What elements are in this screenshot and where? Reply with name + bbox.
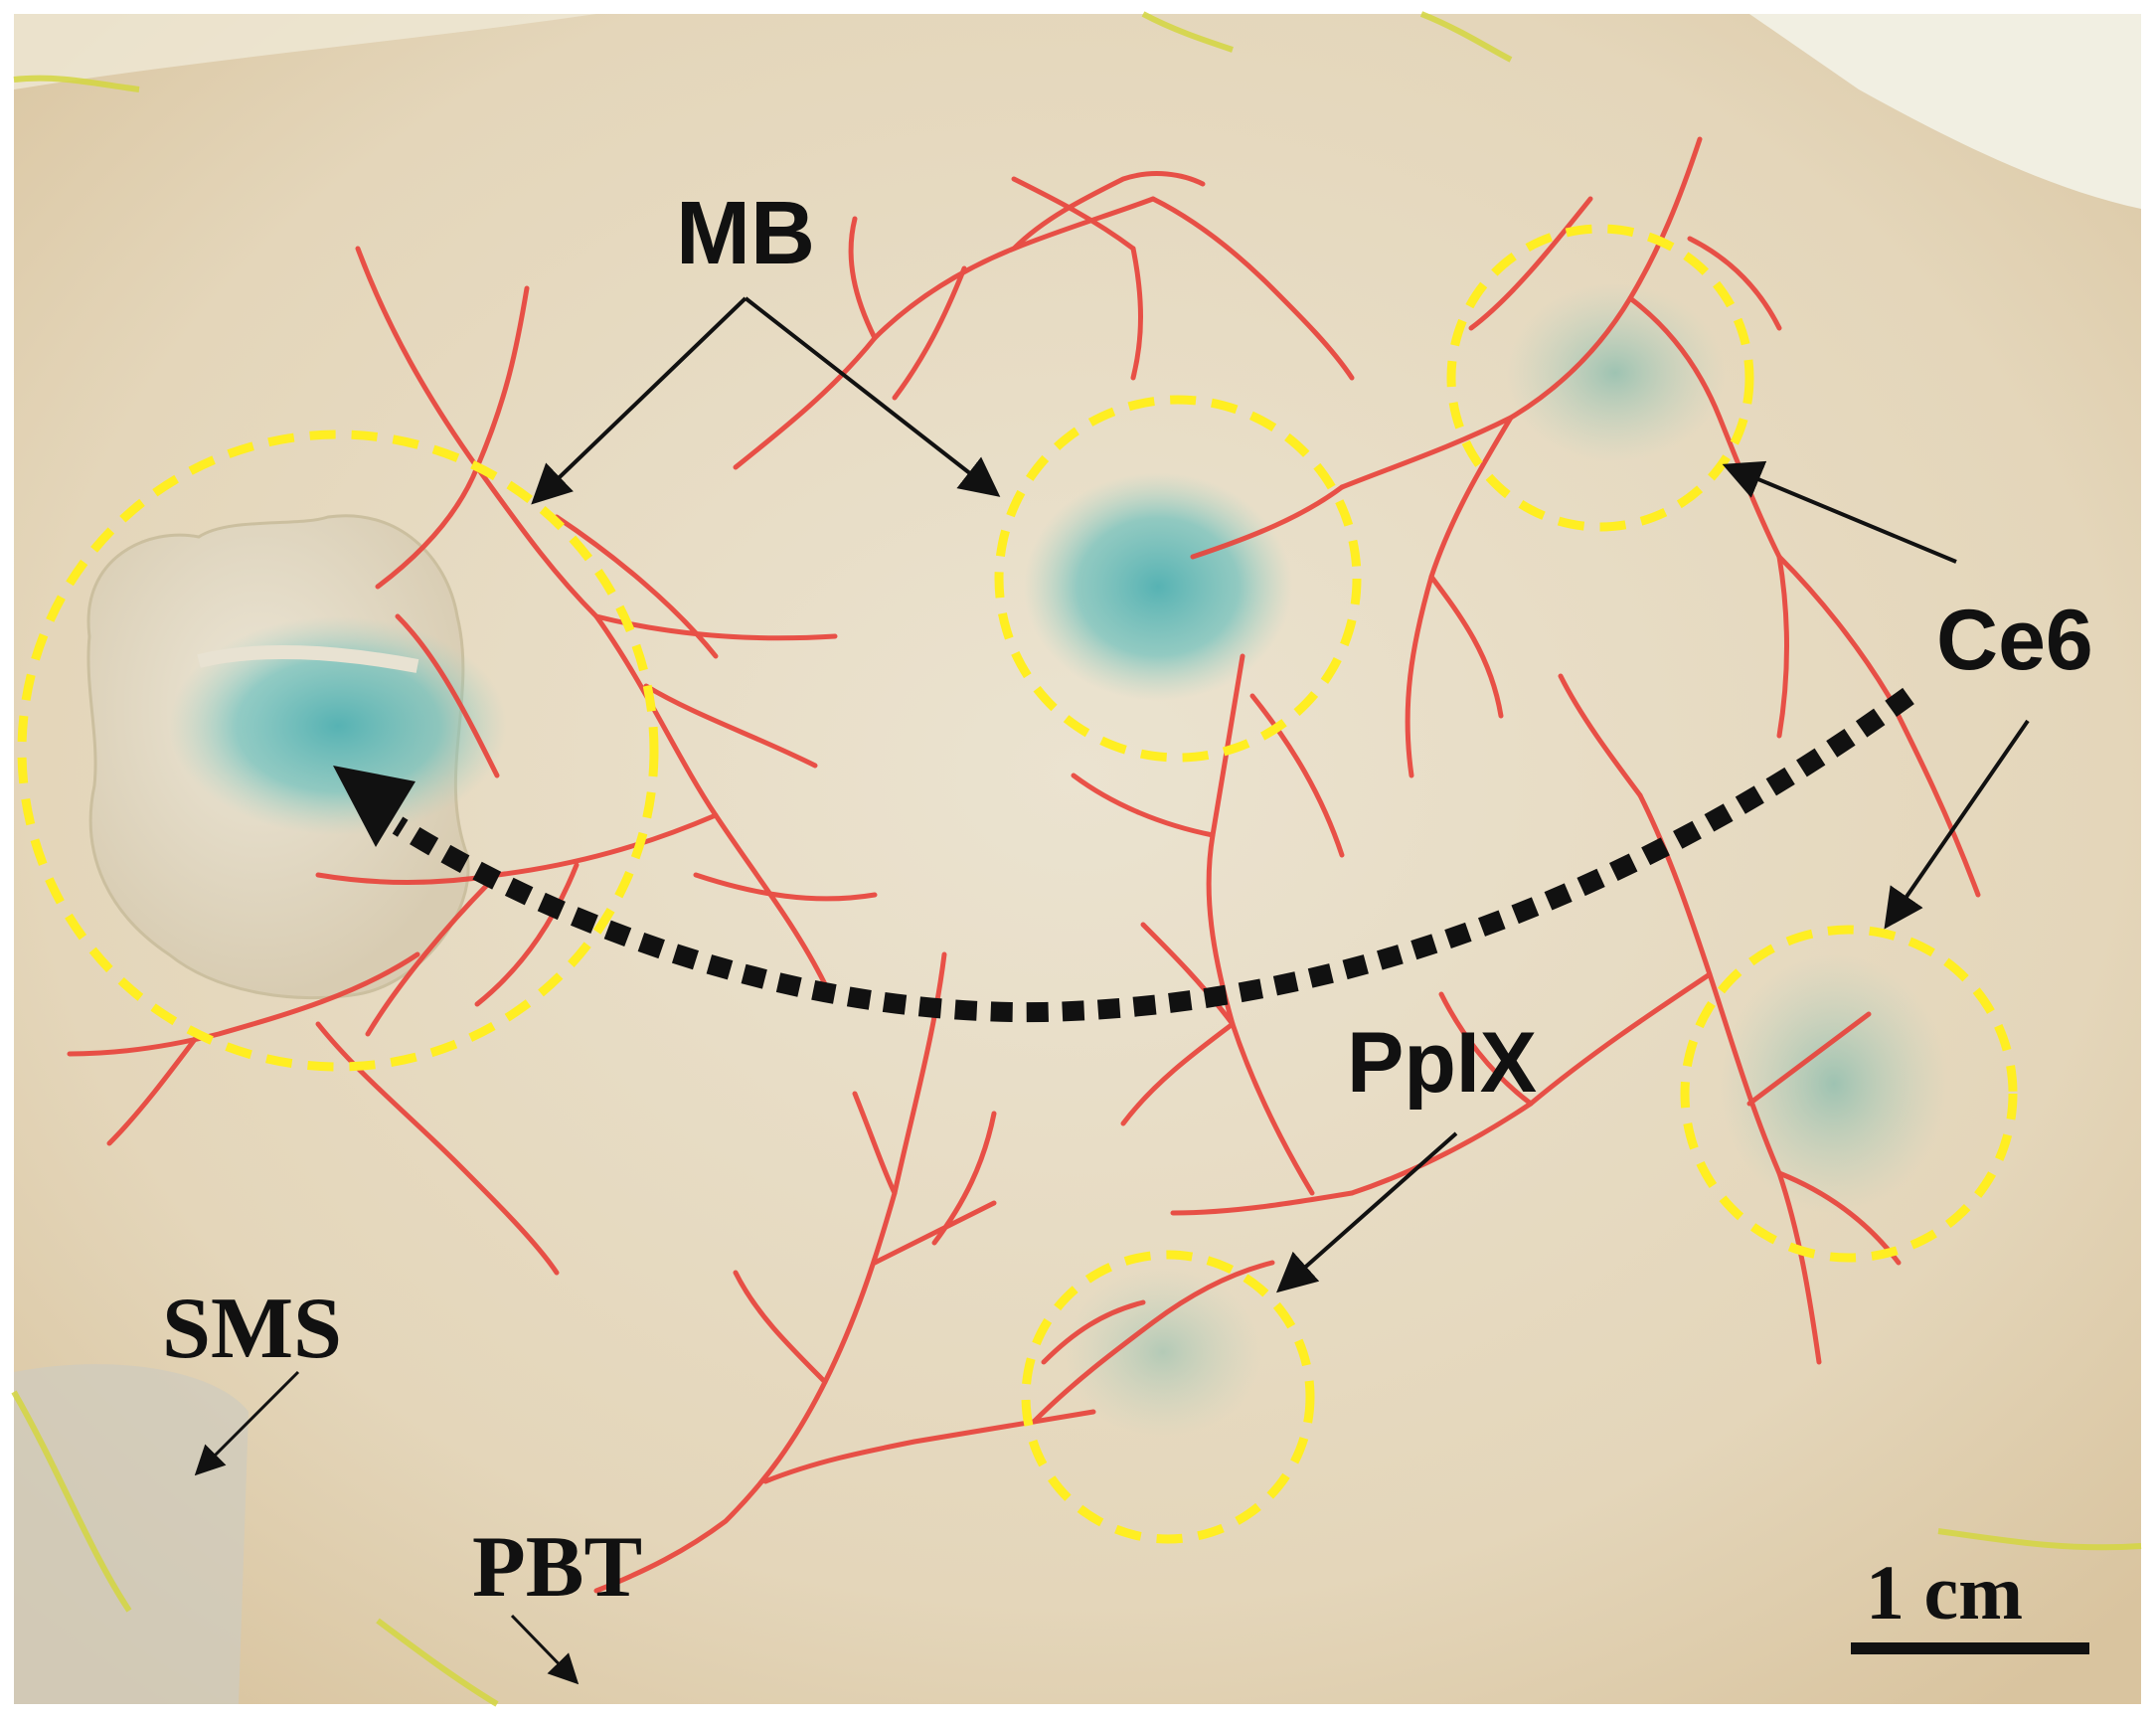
circle-ce6-top xyxy=(1446,224,1754,532)
scale-bar-line xyxy=(1851,1642,2089,1654)
tumour-crease xyxy=(197,644,419,673)
sms-region xyxy=(14,1364,249,1704)
circle-mb-center xyxy=(994,395,1362,763)
label-mb: MB xyxy=(676,184,815,283)
label-sms: SMS xyxy=(162,1281,342,1377)
corner-patch-top-left xyxy=(14,14,596,89)
circle-mb-left xyxy=(17,430,659,1072)
edge-threads xyxy=(11,11,2142,1707)
circle-ppix xyxy=(1021,1250,1315,1544)
ce6-stain-right xyxy=(1720,954,1948,1213)
corner-patch-top-right xyxy=(1749,14,2141,209)
label-ce6: Ce6 xyxy=(1936,593,2093,688)
vessel-network xyxy=(67,136,1981,1594)
scale-bar: 1 cm xyxy=(1851,1549,2089,1654)
ce6-stain-top xyxy=(1506,283,1725,462)
label-pbt: PBT xyxy=(472,1519,642,1616)
label-ppix: PpIX xyxy=(1347,1015,1537,1111)
diffusion-path-arrow xyxy=(392,687,1914,1023)
mb-stain-center xyxy=(1024,472,1292,701)
label-arrows xyxy=(194,296,2030,1685)
mb-stain-left xyxy=(169,616,507,835)
diffusion-arrowhead xyxy=(333,766,415,847)
scale-bar-label: 1 cm xyxy=(1866,1549,2023,1635)
marker-circles xyxy=(17,224,2018,1544)
circle-ce6-right xyxy=(1680,925,2018,1263)
